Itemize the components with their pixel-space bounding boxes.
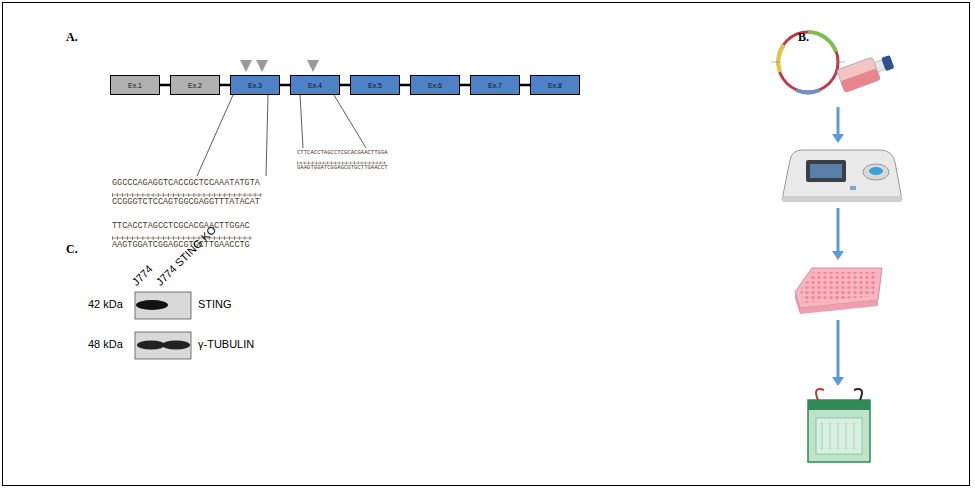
intron-line — [160, 84, 170, 87]
dna-sequence: GGCCCAGAGGTCACCGCTCCAAATATGTA — [112, 179, 260, 188]
exon-box: Ex.1 — [110, 75, 160, 95]
sgrna-marker — [256, 60, 268, 72]
panel-letter: A. — [66, 31, 78, 44]
exon-box: Ex.7 — [470, 75, 520, 95]
exon-box: Ex.3 — [230, 75, 280, 95]
exon-label: Ex.3 — [248, 82, 262, 89]
protein-label: γ-TUBULIN — [198, 338, 254, 350]
lane-label: J774 — [129, 263, 154, 288]
exon-label: Ex.1 — [128, 82, 142, 89]
exon-label: Ex.8 — [548, 82, 562, 89]
intron-line — [340, 84, 350, 87]
exon-box: Ex.6 — [410, 75, 460, 95]
molecular-weight: 48 kDa — [88, 338, 123, 350]
dna-sequence: GAAGTGGATCGGAGCGTGCTTGAACCT — [297, 165, 388, 171]
exon-box: Ex.4 — [290, 75, 340, 95]
plasmid-map — [771, 32, 845, 93]
intron-line — [520, 84, 530, 87]
exon-box: Ex.2 — [170, 75, 220, 95]
exon-box: Ex.8 — [530, 75, 580, 95]
exon-label: Ex.4 — [308, 82, 322, 89]
exon-label: Ex.6 — [428, 82, 442, 89]
exon-label: Ex.7 — [488, 82, 502, 89]
exon-label: Ex.5 — [368, 82, 382, 89]
protein-label: STING — [198, 298, 232, 310]
electroporator — [782, 150, 902, 202]
molecular-weight: 42 kDa — [88, 298, 123, 310]
sequence-ruler — [112, 163, 386, 238]
dna-sequence: AAGTGGATCGGAGCGTGCTTGAACCTG — [112, 241, 250, 250]
gel-electrophoresis-box — [808, 389, 870, 462]
panel-letter: C. — [66, 243, 78, 256]
intron-line — [280, 84, 290, 87]
panel-letter: B. — [798, 31, 809, 44]
well-plate — [795, 268, 882, 314]
exon-box: Ex.5 — [350, 75, 400, 95]
dna-sequence: CCGGGTCTCCAGTGGCGAGGTTTATACAT — [112, 198, 260, 207]
dna-sequence: CTTCACCTAGCCTCGCACGAACTTGGA — [297, 150, 388, 156]
sgrna-marker — [240, 60, 252, 72]
zoom-line — [197, 95, 366, 176]
lane-label: J774 STING KO — [153, 223, 218, 288]
dna-sequence: TTCACCTAGCCTCGCACGAACTTGGAC — [112, 222, 250, 231]
intron-line — [220, 84, 230, 87]
flow-arrow — [832, 107, 844, 386]
culture-flask — [837, 51, 897, 92]
western-blot — [135, 292, 191, 359]
exon-label: Ex.2 — [188, 82, 202, 89]
intron-line — [400, 84, 410, 87]
sgrna-marker — [307, 60, 319, 72]
intron-line — [460, 84, 470, 87]
